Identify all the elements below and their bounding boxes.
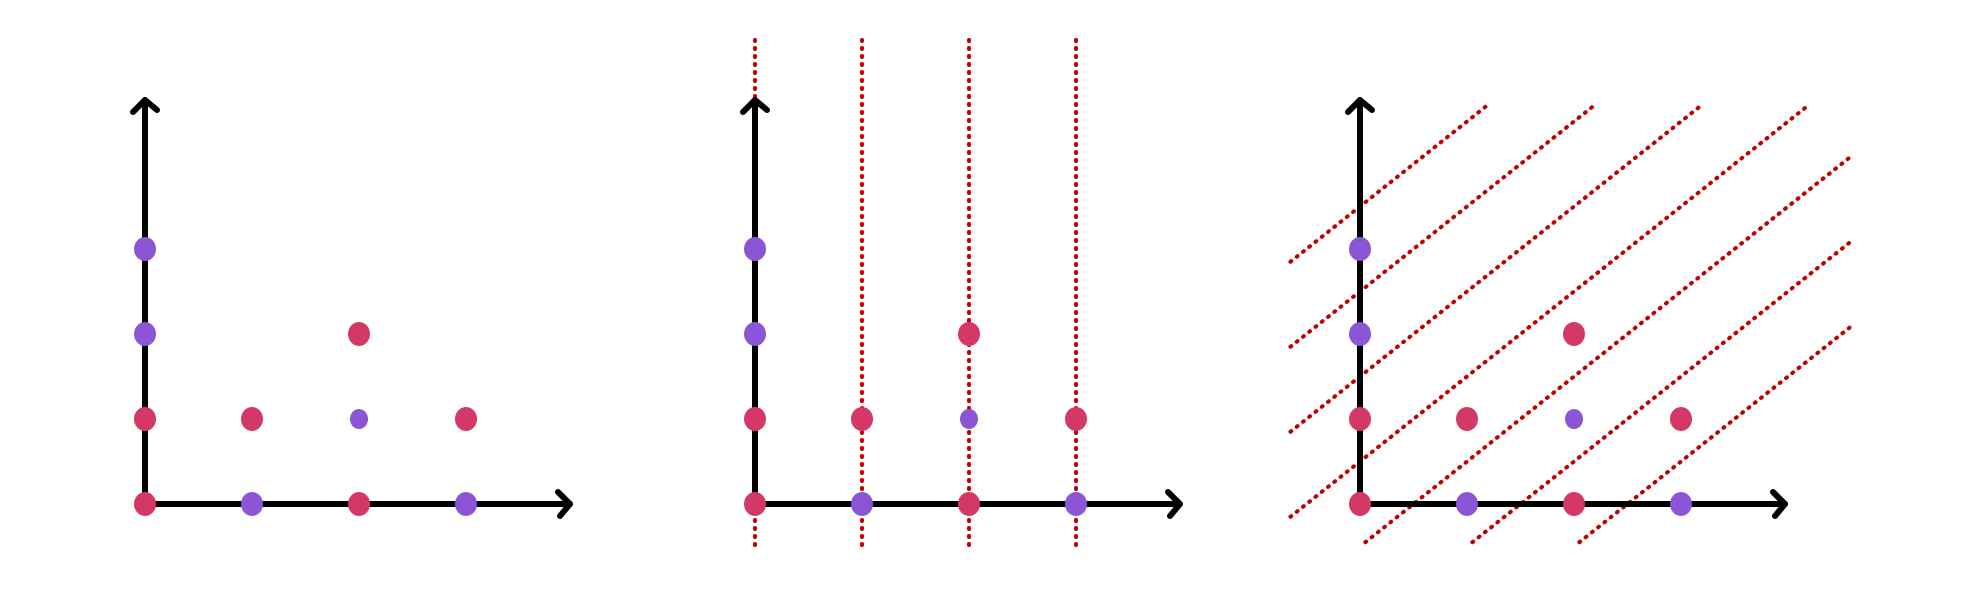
diagonal-guide-line <box>1288 102 1491 264</box>
lattice-point-red <box>1065 407 1087 431</box>
y-axis-arrowhead <box>130 97 160 115</box>
y-axis-arrowhead <box>1345 97 1375 115</box>
lattice-point-red <box>1563 492 1585 516</box>
y-axis-arrowhead <box>740 97 770 115</box>
lattice-point-red <box>1349 492 1371 516</box>
x-axis-arrowhead <box>1770 489 1788 519</box>
lattice-point-red <box>455 407 477 431</box>
lattice-point-purple <box>1349 237 1371 261</box>
lattice-point-red <box>744 492 766 516</box>
lattice-point-purple <box>241 492 263 516</box>
lattice-point-purple <box>851 492 873 516</box>
lattice-point-red <box>1670 407 1692 431</box>
lattice-point-purple <box>1065 492 1087 516</box>
diagonal-guide-line <box>1363 153 1855 545</box>
panel-vertical-slices <box>740 38 1183 547</box>
lattice-point-purple <box>134 322 156 346</box>
lattice-point-red <box>1456 407 1478 431</box>
lattice-point-red <box>134 407 156 431</box>
lattice-point-red <box>851 407 873 431</box>
diagonal-guide-line <box>1577 323 1855 545</box>
diagonal-guide-line <box>1470 238 1855 545</box>
lattice-point-red <box>958 322 980 346</box>
lattice-point-purple <box>350 409 368 429</box>
panel-points-only <box>130 97 573 519</box>
x-axis-arrowhead <box>555 489 573 519</box>
panel-diagonal-slices <box>1288 97 1855 545</box>
lattice-point-purple <box>1565 409 1583 429</box>
lattice-point-purple <box>1349 322 1371 346</box>
lattice-point-red <box>958 492 980 516</box>
lattice-point-purple <box>744 237 766 261</box>
diagonal-guide-line <box>1288 102 1705 434</box>
lattice-point-purple <box>1456 492 1478 516</box>
lattice-point-red <box>1563 322 1585 346</box>
x-axis-arrowhead <box>1165 489 1183 519</box>
lattice-point-red <box>348 492 370 516</box>
lattice-point-red <box>1349 407 1371 431</box>
lattice-point-red <box>134 492 156 516</box>
lattice-point-purple <box>134 237 156 261</box>
lattice-point-purple <box>1670 492 1692 516</box>
lattice-point-purple <box>960 409 978 429</box>
diagonal-guide-line <box>1288 102 1598 349</box>
lattice-point-purple <box>744 322 766 346</box>
lattice-point-purple <box>455 492 477 516</box>
diagonal-guide-line <box>1288 102 1812 519</box>
lattice-point-red <box>241 407 263 431</box>
lattice-point-red <box>744 407 766 431</box>
lattice-point-red <box>348 322 370 346</box>
